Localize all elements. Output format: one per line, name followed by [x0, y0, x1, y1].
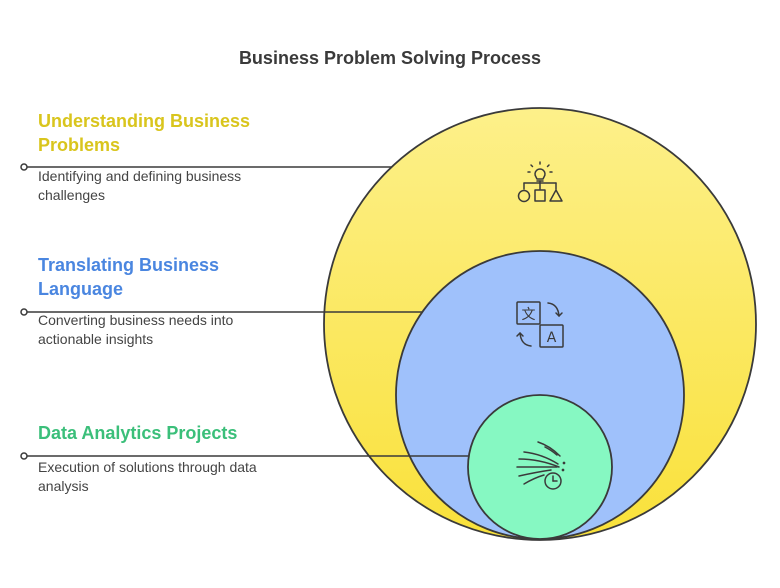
diagram-title: Business Problem Solving Process [238, 48, 542, 68]
level-description-line: Identifying and defining business [38, 168, 242, 184]
level-data-analytics: Data Analytics Projects Execution of sol… [38, 421, 298, 496]
connector-dot-middle [20, 308, 28, 316]
level-title-line: Translating Business [38, 255, 220, 275]
level-title-line: Data Analytics Projects [38, 423, 238, 443]
level-description-line: challenges [38, 187, 105, 203]
level-title-line: Understanding Business [38, 111, 251, 131]
level-description-data-analytics: Execution of solutions through data anal… [38, 458, 298, 496]
translate-icon: 文 A [516, 301, 564, 348]
svg-text:A: A [547, 330, 557, 346]
level-title-data-analytics: Data Analytics Projects [38, 421, 298, 445]
level-title-line: Language [38, 279, 124, 299]
level-title-understanding: Understanding Business Problems [38, 109, 298, 157]
level-title-translating: Translating Business Language [38, 253, 298, 301]
level-description-understanding: Identifying and defining business challe… [38, 167, 298, 205]
lightbulb-flowchart-icon [517, 161, 563, 203]
level-translating: Translating Business Language Converting… [38, 253, 298, 349]
level-description-line: analysis [38, 478, 89, 494]
level-understanding: Understanding Business Problems Identify… [38, 109, 298, 205]
level-title-line: Problems [38, 135, 121, 155]
level-description-line: actionable insights [38, 331, 154, 347]
connector-dot-inner [20, 452, 28, 460]
level-description-translating: Converting business needs into actionabl… [38, 311, 298, 349]
data-flow-clock-icon [516, 441, 566, 490]
connector-dot-outer [20, 163, 28, 171]
level-description-line: Converting business needs into [38, 312, 234, 328]
level-description-line: Execution of solutions through data [38, 459, 257, 475]
svg-text:文: 文 [522, 307, 536, 323]
